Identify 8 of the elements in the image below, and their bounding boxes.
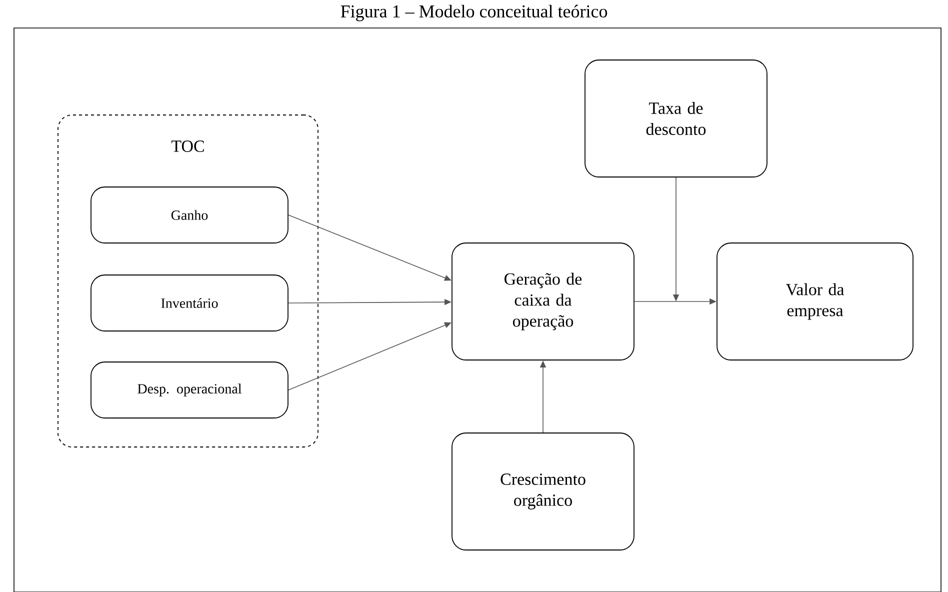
process-box: Valor da empresa [716, 242, 914, 360]
title: Figura 1 – Modelo conceitual teórico [340, 4, 608, 22]
process-box: Geração de caixa da operação [452, 242, 634, 360]
process-box: Desp. operacional [90, 362, 288, 418]
process-box: Inventário [90, 274, 288, 332]
process-box: Crescimento orgânico [452, 432, 634, 550]
process-box: Taxa de desconto [584, 60, 768, 178]
process-box: Ganho [90, 186, 288, 244]
